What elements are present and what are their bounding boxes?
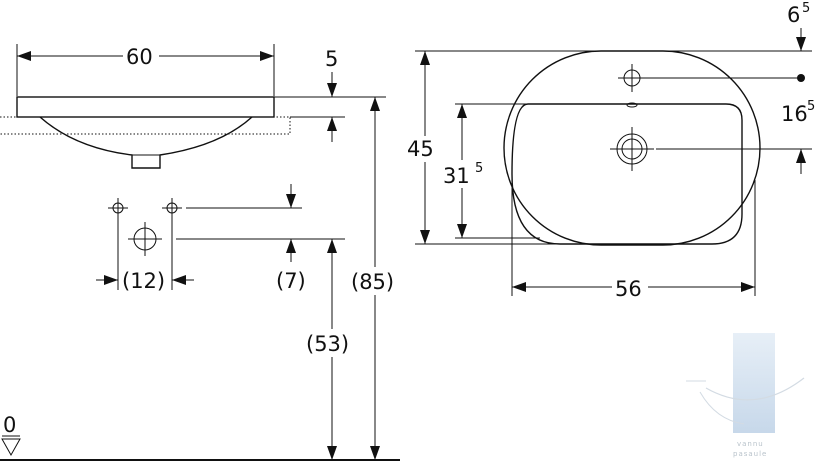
top-view-basin [503, 50, 761, 246]
dimension-tap-height: (53) [306, 239, 356, 460]
label-tap-spacing: (12) [122, 269, 165, 293]
watermark-logo: vannu pasaule [686, 333, 805, 458]
dimension-tap-and-drain-position: 6 5 16 5 [632, 1, 815, 174]
basin-rim [16, 96, 275, 118]
dimension-total-height: (85) [345, 96, 400, 460]
dimension-depth-45: 45 [405, 50, 632, 245]
floor-level-triangle-icon [1, 438, 21, 457]
side-view-basin [0, 96, 291, 169]
label-width: 60 [126, 45, 153, 69]
dimension-bowl-width: 56 [511, 176, 756, 301]
overflow-icon [626, 102, 638, 108]
label-rim: 5 [325, 47, 338, 71]
dimension-tap-offset: (7) [176, 184, 345, 293]
reference-point-icon [797, 74, 805, 82]
label-bowl-depth-sup: 5 [475, 161, 483, 176]
label-bowl-width: 56 [615, 277, 642, 301]
label-tap-edge: 6 [787, 3, 800, 27]
label-floor-level: 0 [3, 413, 16, 437]
label-drain-position: 16 [781, 102, 808, 126]
label-tap-offset: (7) [276, 269, 306, 293]
label-tap-edge-sup: 5 [802, 1, 810, 16]
watermark-line2: pasaule [733, 450, 767, 458]
floor-level: 0 [0, 413, 400, 461]
dimension-bowl-depth: 31 5 [442, 103, 540, 239]
label-tap-height: (53) [306, 332, 349, 356]
dimension-tap-spacing: (12) [96, 269, 194, 293]
dimension-width-60: 60 [16, 44, 275, 96]
label-drain-position-sup: 5 [807, 99, 815, 114]
bowl-outline-top [511, 103, 743, 245]
label-total-height: (85) [351, 270, 394, 294]
label-bowl-depth: 31 [443, 164, 470, 188]
tap-hole-markers [108, 198, 182, 290]
basin-bowl [39, 116, 253, 169]
label-depth: 45 [407, 137, 434, 161]
watermark-line1: vannu [737, 440, 764, 448]
dimension-rim-5: 5 [274, 47, 345, 142]
